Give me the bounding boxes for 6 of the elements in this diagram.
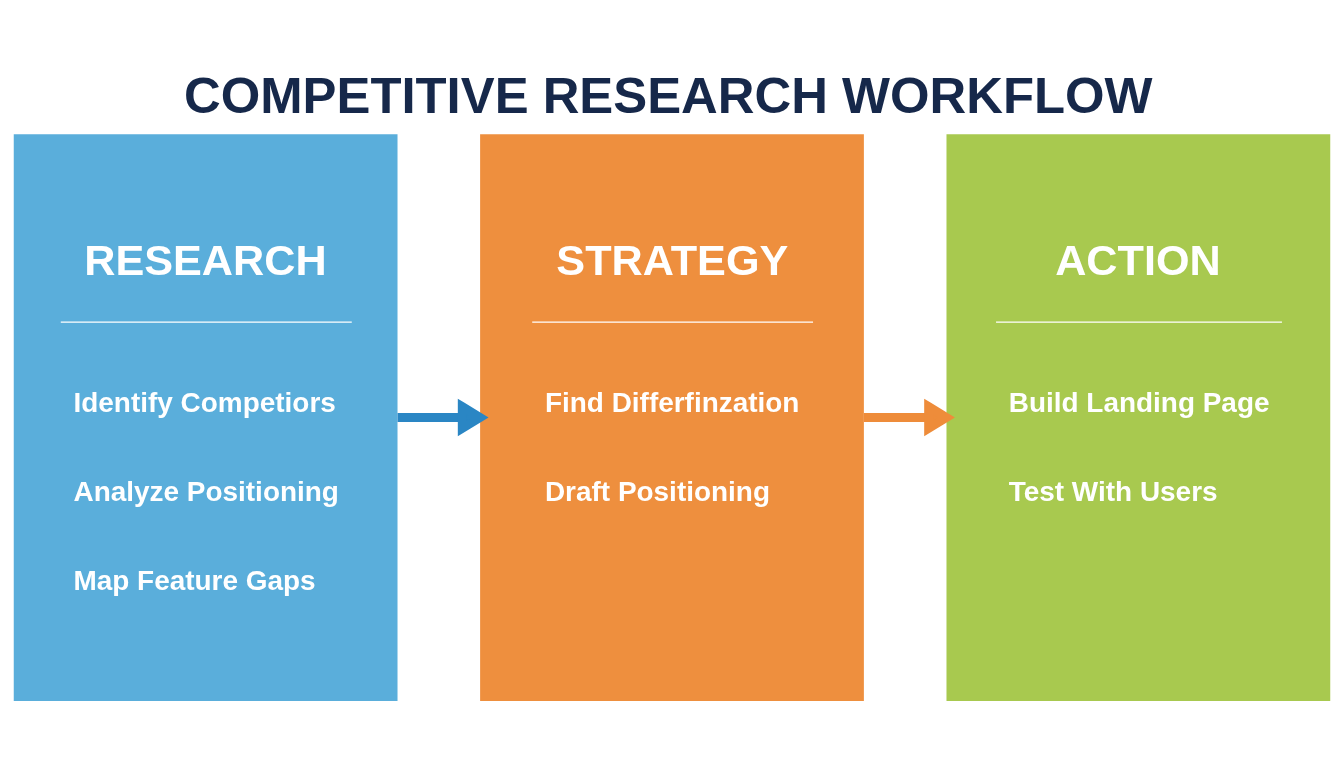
diagram-title: COMPETITIVE RESEARCH WORKFLOW	[184, 66, 1153, 124]
node-box: ACTION Build Landing Page Test With Users	[946, 133, 1331, 701]
node-box: RESEARCH Identify Competiors Analyze Positioning Map Feature Gaps	[13, 133, 398, 701]
arrow	[863, 398, 955, 436]
node-box: STRATEGY Find Differfinzation Draft Positioning	[480, 133, 864, 701]
arrow	[397, 398, 489, 436]
